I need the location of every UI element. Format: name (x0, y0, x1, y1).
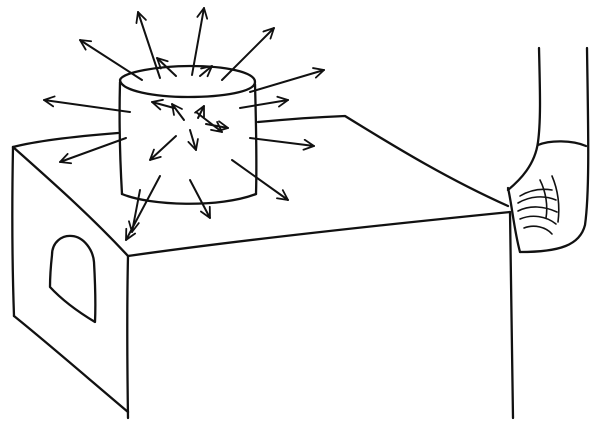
pipe-elbow-crinkle-4 (520, 216, 556, 224)
stove-box (12, 116, 513, 418)
heat-arrow (80, 40, 142, 80)
box-side-back-edge (12, 147, 14, 316)
chimney-pipe (508, 48, 588, 252)
pipe-inner-edge (508, 48, 540, 190)
box-front-left-edge (127, 256, 128, 418)
heat-arrow (250, 138, 314, 146)
pipe-elbow-crinkle-3 (518, 207, 557, 212)
heat-arrow (60, 138, 126, 162)
heat-arrow (190, 130, 196, 150)
cylinder-left-side (120, 82, 122, 194)
box-top-left-edge (13, 147, 128, 256)
heat-arrow (240, 100, 288, 108)
pipe-elbow-crinkle-2 (518, 197, 556, 203)
radiating-heat-arrows (44, 8, 324, 240)
heat-arrow (222, 28, 274, 80)
pipe-collar-ellipse (538, 141, 586, 146)
box-front-right-edge (510, 212, 513, 418)
heat-arrow (132, 190, 140, 232)
box-side-bottom-edge (14, 316, 128, 412)
heat-arrow (250, 70, 324, 92)
pipe-elbow-crinkle-1 (520, 189, 552, 196)
heat-arrow (172, 104, 184, 120)
cylinder-top-ellipse (120, 66, 255, 97)
heat-arrow (232, 160, 288, 200)
box-top-back-left-edge (13, 133, 118, 147)
heat-arrow (44, 100, 130, 112)
heat-arrow (152, 102, 174, 108)
heat-arrow (150, 136, 176, 160)
pipe-outer-edge (520, 48, 588, 252)
heat-arrow (190, 180, 210, 218)
pipe-elbow-crinkle-5 (524, 226, 552, 234)
cylinder-heater (120, 66, 257, 204)
box-top-back-right-edge (258, 116, 508, 206)
pipe-elbow-crinkle-6 (540, 180, 547, 218)
cylinder-bottom-curve (122, 194, 256, 204)
box-side-door (50, 236, 95, 322)
box-top-front-edge (128, 212, 510, 256)
heat-arrow (126, 176, 160, 240)
